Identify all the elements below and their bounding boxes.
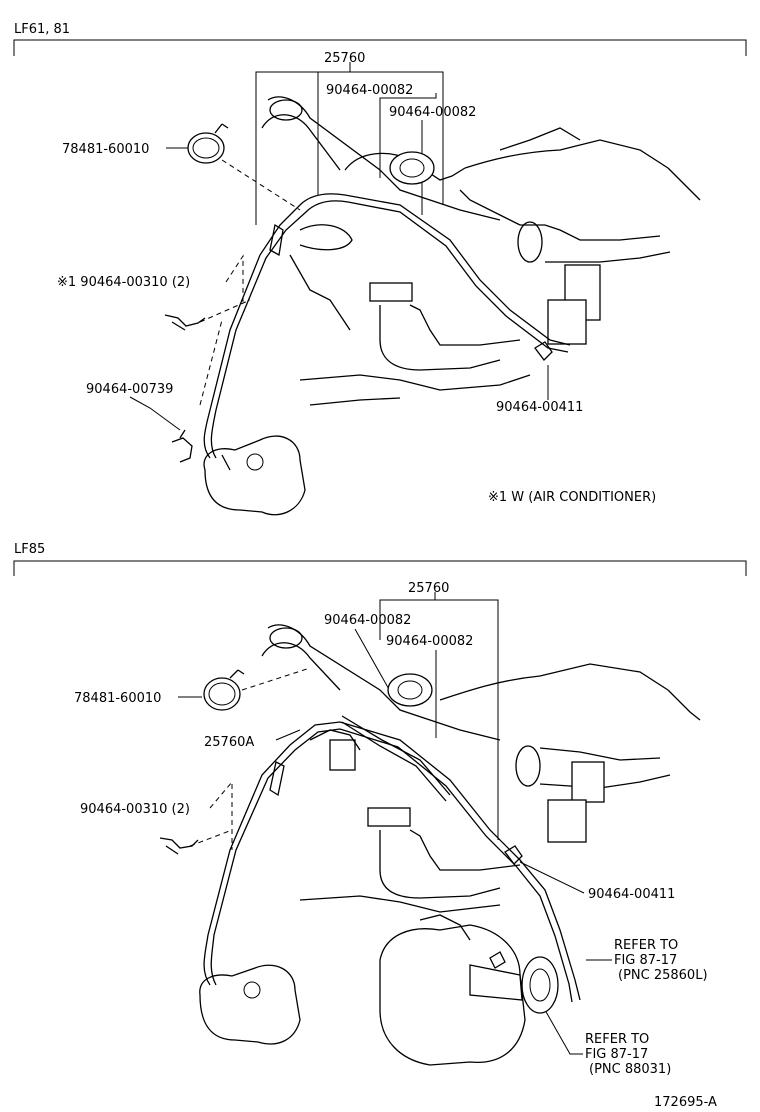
bottom-left-clamp-part (159, 837, 199, 855)
bottom-hose-clamp-part (203, 677, 241, 711)
bottom-clamp-b-label: 90464-00082 (386, 634, 473, 649)
bottom-section: LF85 25760 90464-00082 90464-00082 78481… (13, 542, 747, 1077)
bottom-vacuum-tube (203, 715, 581, 1003)
bottom-sub-part-label: 25760A (204, 735, 254, 750)
top-note: ※1 W (AIR CONDITIONER) (488, 490, 656, 505)
top-right-clamp-part (534, 341, 553, 361)
top-model-label: LF61, 81 (14, 22, 70, 37)
top-hose-clamp-label: 78481-60010 (62, 142, 149, 157)
ref2-line1: REFER TO (585, 1032, 649, 1047)
figure-code: 172695-A (654, 1095, 717, 1110)
ref1-line2: FIG 87-17 (614, 953, 677, 968)
ref2-line3: (PNC 88031) (589, 1062, 671, 1077)
top-clamp-b-label: 90464-00082 (389, 105, 476, 120)
top-engine-drawing (203, 96, 701, 516)
top-clamp-a-label: 90464-00082 (326, 83, 413, 98)
top-ac-clamp-part (164, 314, 206, 331)
bottom-main-part-label: 25760 (408, 581, 449, 596)
top-hose-clamp-part (187, 132, 225, 164)
bottom-left-clamp-label: 90464-00310 (2) (80, 802, 190, 817)
top-section-bracket (13, 39, 747, 56)
top-section: LF61, 81 25760 90464-00082 90464-00082 7… (13, 22, 747, 516)
ref1-line1: REFER TO (614, 938, 678, 953)
bottom-right-clamp-part (504, 845, 523, 865)
bottom-clamp-a-label: 90464-00082 (324, 613, 411, 628)
bottom-main-part-bracket (379, 599, 499, 840)
top-lower-clamp-label: 90464-00739 (86, 382, 173, 397)
top-main-part-label: 25760 (324, 51, 365, 66)
bottom-right-clamp-label: 90464-00411 (588, 887, 675, 902)
top-vacuum-tube (203, 193, 571, 459)
top-ac-clamp-label: ※1 90464-00310 (2) (57, 275, 190, 290)
top-lower-clamp-part (171, 429, 193, 463)
bottom-hose-clamp-label: 78481-60010 (74, 691, 161, 706)
ref2-line2: FIG 87-17 (585, 1047, 648, 1062)
bottom-model-label: LF85 (14, 542, 45, 557)
ref1-line3: (PNC 25860L) (618, 968, 708, 983)
top-right-clamp-label: 90464-00411 (496, 400, 583, 415)
bottom-engine-drawing (199, 624, 701, 1066)
bottom-section-bracket (13, 560, 747, 576)
